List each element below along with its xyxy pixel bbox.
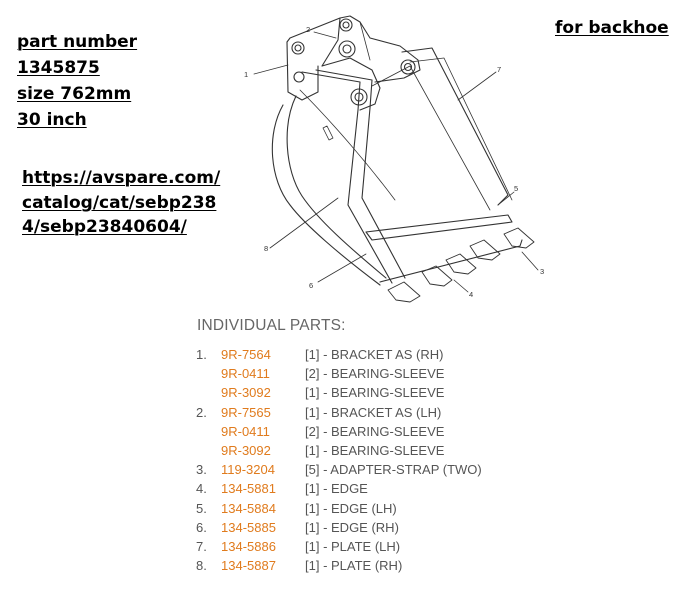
part-description: [1] - BEARING-SLEEVE (305, 385, 445, 401)
part-description: [1] - PLATE (RH) (305, 558, 403, 574)
list-item: 9R-0411 [2] - BEARING-SLEEVE (0, 364, 692, 383)
item-number: 2. (196, 404, 207, 420)
part-info: part number 1345875 size 762mm 30 inch (17, 29, 137, 133)
part-description: [2] - BEARING-SLEEVE (305, 423, 445, 439)
catalog-url-line[interactable]: 4/sebp23840604/ (22, 217, 187, 237)
item-number: 1. (196, 347, 207, 362)
bucket-diagram: 1 2 7 5 8 3 6 4 (244, 15, 544, 303)
catalog-url-line[interactable]: https://avspare.com/ (22, 168, 221, 188)
list-item: 7. 134-5886 [1] - PLATE (LH) (0, 537, 692, 556)
part-description: [2] - BEARING-SLEEVE (305, 366, 445, 382)
part-description: [1] - EDGE (LH) (305, 500, 397, 516)
part-description: [1] - BRACKET AS (LH) (305, 404, 442, 420)
part-number-link[interactable]: 9R-3092 (221, 385, 271, 401)
part-number-link[interactable]: 9R-7564 (221, 347, 271, 362)
parts-list: 1. 9R-7564 [1] - BRACKET AS (RH) 9R-0411 [2… (0, 345, 692, 575)
part-number-value: 1345875 (17, 58, 100, 78)
list-item: 4. 134-5881 [1] - EDGE (0, 479, 692, 498)
part-number-link[interactable]: 134-5887 (221, 558, 276, 574)
part-number-link[interactable]: 134-5881 (221, 481, 276, 497)
item-number: 6. (196, 519, 207, 535)
callout-5: 5 (514, 184, 518, 193)
part-number-link[interactable]: 9R-0411 (221, 366, 270, 382)
catalog-url-line[interactable]: catalog/cat/sebp238 (22, 192, 217, 213)
part-number-link[interactable]: 134-5884 (221, 500, 276, 516)
part-description: [1] - EDGE (305, 481, 368, 497)
list-item: 9R-3092 [1] - BEARING-SLEEVE (0, 383, 692, 402)
size-mm: size 762mm (17, 84, 132, 104)
list-item: 1. 9R-7564 [1] - BRACKET AS (RH) (0, 345, 692, 364)
item-number: 7. (196, 538, 207, 554)
list-item: 8. 134-5887 [1] - PLATE (RH) (0, 556, 692, 575)
list-item: 9R-0411 [2] - BEARING-SLEEVE (0, 422, 692, 441)
callout-3: 3 (540, 267, 544, 276)
part-description: [5] - ADAPTER-STRAP (TWO) (305, 462, 482, 478)
callout-4: 4 (469, 290, 473, 299)
part-number-link[interactable]: 134-5885 (221, 519, 276, 535)
part-number-link[interactable]: 9R-7565 (221, 404, 271, 420)
list-item: 6. 134-5885 [1] - EDGE (RH) (0, 518, 692, 537)
callout-2: 2 (306, 25, 310, 34)
part-description: [1] - BRACKET AS (RH) (305, 347, 444, 362)
item-number: 8. (196, 558, 207, 574)
callout-6: 6 (309, 281, 313, 290)
callout-8: 8 (264, 244, 268, 253)
list-item: 2. 9R-7565 [1] - BRACKET AS (LH) (0, 403, 692, 422)
item-number: 5. (196, 500, 207, 516)
part-description: [1] - EDGE (RH) (305, 519, 399, 535)
item-number: 4. (196, 481, 207, 497)
callout-1: 1 (244, 70, 248, 79)
list-item: 5. 134-5884 [1] - EDGE (LH) (0, 499, 692, 518)
list-item: 9R-3092 [1] - BEARING-SLEEVE (0, 441, 692, 460)
size-inch: 30 inch (17, 110, 87, 130)
part-number-link[interactable]: 9R-0411 (221, 423, 270, 439)
part-description: [1] - BEARING-SLEEVE (305, 442, 445, 458)
part-number-label: part number (17, 32, 138, 52)
callout-7: 7 (497, 65, 501, 74)
part-number-link[interactable]: 134-5886 (221, 538, 276, 554)
item-number: 3. (196, 462, 207, 478)
part-number-link[interactable]: 119-3204 (221, 462, 275, 478)
part-number-link[interactable]: 9R-3092 (221, 442, 271, 458)
part-description: [1] - PLATE (LH) (305, 538, 401, 554)
catalog-url[interactable]: https://avspare.com/ catalog/cat/sebp238… (22, 166, 220, 240)
list-item: 3. 119-3204 [5] - ADAPTER-STRAP (TWO) (0, 460, 692, 479)
parts-title: INDIVIDUAL PARTS: (197, 317, 346, 334)
backhoe-tag: for backhoe (555, 18, 669, 38)
